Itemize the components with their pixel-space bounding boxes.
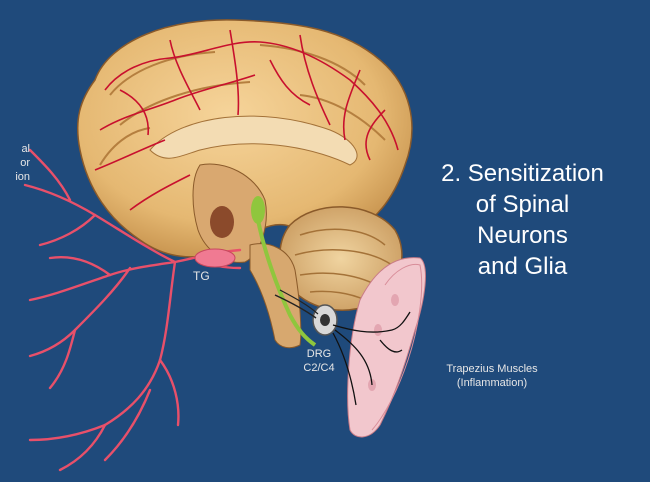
heading-line-4: and Glia [400, 251, 645, 282]
left-cut-line-3: ion [0, 170, 30, 184]
tg-label: TG [193, 269, 210, 283]
trapezius-label: Trapezius Muscles (Inflammation) [412, 362, 572, 390]
sensitization-heading: 2. Sensitization of Spinal Neurons and G… [400, 158, 645, 282]
trapezius-line-2: (Inflammation) [412, 376, 572, 390]
heading-line-1: 2. Sensitization [400, 158, 645, 189]
heading-line-2: of Spinal [400, 189, 645, 220]
drg-line-1: DRG [294, 347, 344, 361]
drg-line-2: C2/C4 [294, 361, 344, 375]
drg-label: DRG C2/C4 [294, 347, 344, 375]
left-cut-line-1: al [0, 142, 30, 156]
trapezius-line-1: Trapezius Muscles [412, 362, 572, 376]
left-cut-line-2: or [0, 156, 30, 170]
trigeminal-ganglion [195, 249, 235, 267]
heading-line-3: Neurons [400, 220, 645, 251]
left-cut-label: al or ion [0, 142, 30, 184]
